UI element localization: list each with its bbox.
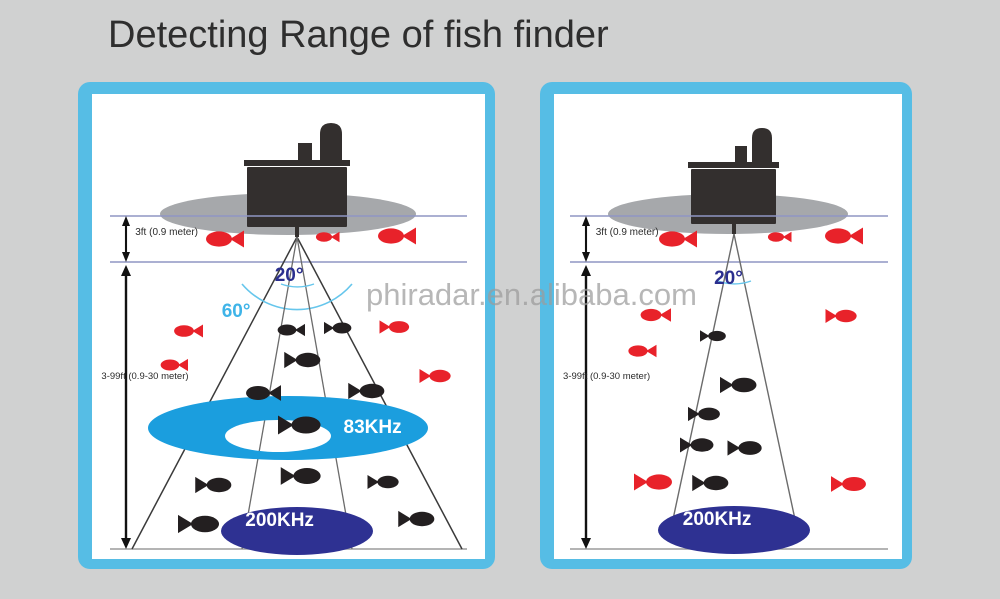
fish-icon	[831, 476, 866, 492]
depth-range-label: 3-99ft (0.9-30 meter)	[101, 371, 189, 383]
inner-beam-angle-label: 20°	[714, 268, 743, 290]
frequency-band-200khz	[221, 507, 373, 555]
fish-icon	[680, 437, 714, 453]
fish-icon	[767, 231, 792, 243]
fish-icon	[640, 308, 671, 322]
fish-icon	[628, 344, 657, 358]
fish-icon	[659, 230, 697, 248]
band-83khz-label: 83KHz	[343, 417, 402, 439]
dual-beam-panel: 3ft (0.9 meter) 3-99ft (0.9-30 meter) 20…	[78, 82, 495, 569]
dual-beam-panel-inner: 3ft (0.9 meter) 3-99ft (0.9-30 meter) 20…	[92, 94, 485, 559]
fish-icon	[700, 330, 726, 342]
inner-beam-arc	[717, 280, 752, 285]
fish-icon	[720, 376, 757, 394]
transducer-icon	[732, 224, 736, 234]
outer-beam-angle-label: 60°	[221, 300, 251, 322]
fish-icon	[727, 440, 762, 456]
band-200khz-label: 200KHz	[682, 509, 752, 531]
single-beam-diagram	[570, 128, 888, 554]
fish-icon	[825, 309, 857, 323]
shallow-depth-label: 3ft (0.9 meter)	[595, 226, 659, 238]
shallow-depth-label: 3ft (0.9 meter)	[135, 226, 199, 238]
fish-icon	[825, 227, 863, 245]
boat-icon	[688, 128, 779, 224]
shallow-depth-arrow	[582, 216, 590, 262]
fish-icon	[692, 474, 729, 492]
dual-beam-diagram	[92, 94, 485, 559]
single-beam-panel-inner: 3ft (0.9 meter) 3-99ft (0.9-30 meter) 20…	[554, 94, 902, 559]
single-beam-panel: 3ft (0.9 meter) 3-99ft (0.9-30 meter) 20…	[540, 82, 912, 569]
frequency-band-200khz	[658, 506, 810, 554]
band-200khz-label: 200KHz	[245, 510, 314, 532]
fish-icon	[688, 406, 720, 422]
inner-beam-angle-label: 20°	[274, 265, 304, 287]
depth-range-label: 3-99ft (0.9-30 meter)	[563, 371, 651, 383]
depth-range-arrow	[581, 265, 591, 549]
fish-icon	[634, 473, 672, 491]
page-title: Detecting Range of fish finder	[108, 14, 609, 56]
